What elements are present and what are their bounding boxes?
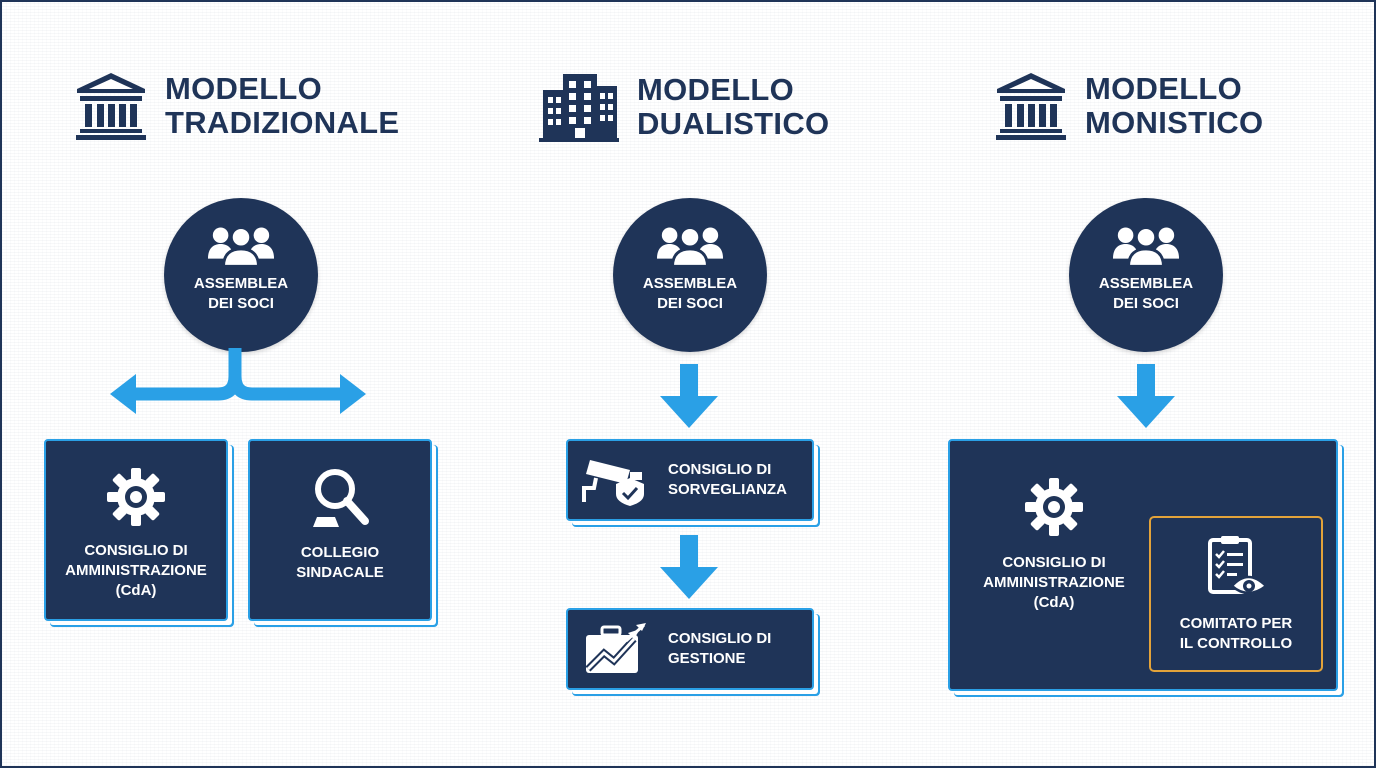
title-line2: DUALISTICO	[637, 106, 830, 141]
title-line1: MODELLO	[637, 72, 795, 107]
security-camera-shield-icon	[582, 460, 644, 506]
board-line2: AMMINISTRAZIONE	[983, 574, 1125, 591]
management-label: CONSIGLIO DI GESTIONE	[668, 629, 771, 669]
board-section: CONSIGLIO DI AMMINISTRAZIONE (CdA)	[956, 477, 1152, 613]
assembly-circle-monistico: ASSEMBLEA DEI SOCI	[1069, 198, 1223, 352]
title-line1: MODELLO	[165, 71, 323, 106]
group-of-people-icon	[1112, 222, 1180, 268]
title-monistico: MODELLO MONISTICO	[995, 72, 1263, 140]
arrow-down-icon	[660, 535, 718, 599]
arrow-down-icon	[660, 364, 718, 428]
title-text: MODELLO TRADIZIONALE	[165, 72, 399, 140]
supervisory-line1: CONSIGLIO DI	[668, 461, 772, 478]
title-text: MODELLO MONISTICO	[1085, 72, 1263, 140]
group-of-people-icon	[656, 222, 724, 268]
board-line3: (CdA)	[1033, 594, 1075, 611]
board-box-tradizionale: CONSIGLIO DI AMMINISTRAZIONE (CdA)	[44, 439, 228, 621]
title-text: MODELLO DUALISTICO	[637, 73, 829, 141]
assembly-line2: DEI SOCI	[208, 295, 274, 312]
assembly-line2: DEI SOCI	[1113, 295, 1179, 312]
title-line1: MODELLO	[1085, 71, 1243, 106]
committee-line2: IL CONTROLLO	[1179, 635, 1293, 652]
committee-box: COMITATO PER IL CONTROLLO	[1149, 516, 1323, 672]
assembly-line1: ASSEMBLEA	[642, 275, 738, 292]
assembly-circle-tradizionale: ASSEMBLEA DEI SOCI	[164, 198, 318, 352]
classical-building-icon	[995, 72, 1067, 140]
assembly-circle-dualistico: ASSEMBLEA DEI SOCI	[613, 198, 767, 352]
title-line2: MONISTICO	[1085, 105, 1264, 140]
split-arrow	[110, 348, 366, 414]
supervisory-label: CONSIGLIO DI SORVEGLIANZA	[668, 460, 787, 500]
gear-icon	[106, 467, 166, 527]
title-tradizionale: MODELLO TRADIZIONALE	[75, 72, 399, 140]
supervisory-box-dualistico: CONSIGLIO DI SORVEGLIANZA	[566, 439, 814, 521]
assembly-line1: ASSEMBLEA	[193, 275, 289, 292]
management-box-dualistico: CONSIGLIO DI GESTIONE	[566, 608, 814, 690]
auditors-line2: SINDACALE	[296, 564, 384, 581]
board-label: CONSIGLIO DI AMMINISTRAZIONE (CdA)	[983, 553, 1125, 613]
management-line1: CONSIGLIO DI	[668, 630, 772, 647]
title-dualistico: MODELLO DUALISTICO	[539, 72, 829, 142]
auditors-label: COLLEGIO SINDACALE	[296, 543, 384, 583]
assembly-label: ASSEMBLEA DEI SOCI	[1099, 274, 1193, 314]
committee-label: COMITATO PER IL CONTROLLO	[1180, 614, 1293, 654]
assembly-line2: DEI SOCI	[657, 295, 723, 312]
board-box-monistico: CONSIGLIO DI AMMINISTRAZIONE (CdA) COM	[948, 439, 1338, 691]
board-label: CONSIGLIO DI AMMINISTRAZIONE (CdA)	[65, 541, 207, 601]
board-line1: CONSIGLIO DI	[1002, 554, 1106, 571]
supervisory-line2: SORVEGLIANZA	[668, 481, 787, 498]
briefcase-chart-icon	[585, 623, 646, 673]
auditors-box-tradizionale: COLLEGIO SINDACALE	[248, 439, 432, 621]
assembly-label: ASSEMBLEA DEI SOCI	[643, 274, 737, 314]
board-line1: CONSIGLIO DI	[84, 542, 188, 559]
management-line2: GESTIONE	[668, 650, 746, 667]
clipboard-eye-icon	[1208, 536, 1268, 595]
assembly-label: ASSEMBLEA DEI SOCI	[194, 274, 288, 314]
arrow-down-icon	[1117, 364, 1175, 428]
title-line2: TRADIZIONALE	[165, 105, 400, 140]
magnifier-icon	[313, 469, 369, 527]
board-line2: AMMINISTRAZIONE	[65, 562, 207, 579]
auditors-line1: COLLEGIO	[300, 544, 380, 561]
committee-line1: COMITATO PER	[1179, 615, 1293, 632]
classical-building-icon	[75, 72, 147, 140]
assembly-line1: ASSEMBLEA	[1098, 275, 1194, 292]
board-line3: (CdA)	[115, 582, 157, 599]
gear-icon	[1024, 477, 1084, 537]
office-building-icon	[539, 72, 619, 142]
group-of-people-icon	[207, 222, 275, 268]
